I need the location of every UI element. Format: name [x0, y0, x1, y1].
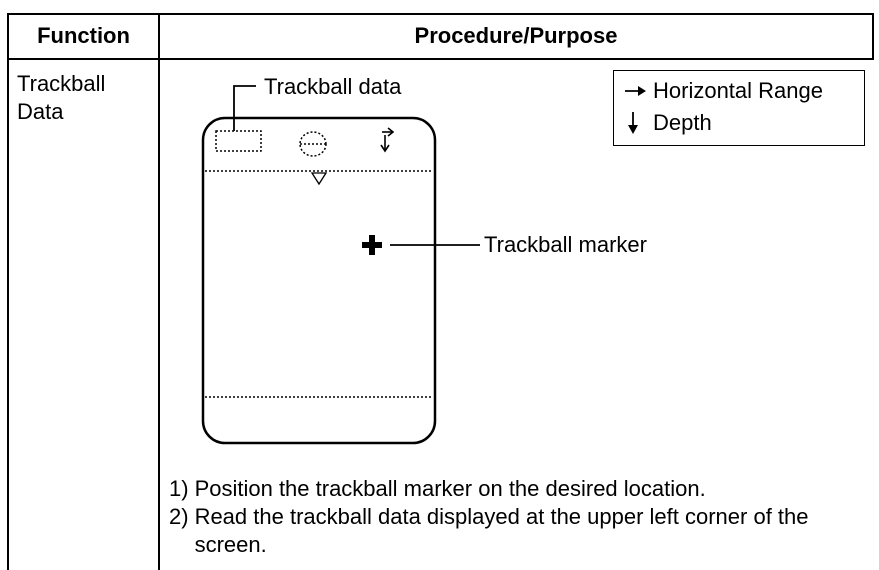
trackball-marker-label: Trackball marker	[484, 232, 647, 257]
screen-outline	[201, 116, 437, 445]
trackball-data-box	[215, 130, 262, 152]
legend-depth-row: Depth	[624, 111, 712, 135]
function-name-line1: Trackball	[17, 71, 106, 96]
step-text: Position the trackball marker on the des…	[194, 476, 706, 501]
header-procedure: Procedure/Purpose	[160, 14, 872, 58]
position-triangle-icon	[310, 172, 328, 186]
function-name-line2: Data	[17, 99, 64, 124]
table-header-divider	[7, 58, 874, 60]
center-circle-icon	[299, 131, 327, 157]
header-function: Function	[9, 14, 158, 58]
function-name: Trackball Data	[17, 70, 147, 126]
down-arrow-icon	[628, 112, 638, 134]
table-right-border	[872, 13, 874, 60]
legend-depth-label: Depth	[653, 110, 712, 135]
trackball-marker-icon	[362, 235, 382, 255]
header-function-label: Function	[37, 23, 130, 48]
procedure-steps: 1) Position the trackball marker on the …	[169, 475, 869, 559]
right-arrow-icon	[625, 86, 646, 96]
list-item: 1) Position the trackball marker on the …	[169, 475, 869, 503]
legend-horizontal-row: Horizontal Range	[624, 79, 823, 103]
screen-diagram	[201, 85, 480, 445]
table-left-border	[7, 13, 9, 570]
step-number: 2)	[169, 504, 189, 529]
legend-box: Horizontal Range Depth	[613, 70, 865, 146]
list-item: 2) Read the trackball data displayed at …	[169, 503, 869, 559]
trackball-data-leader	[233, 85, 256, 131]
step-number: 1)	[169, 476, 189, 501]
step-text: Read the trackball data displayed at the…	[194, 504, 809, 557]
header-procedure-label: Procedure/Purpose	[414, 23, 618, 48]
legend-horizontal-label: Horizontal Range	[653, 78, 823, 103]
trackball-data-label: Trackball data	[264, 74, 402, 99]
table-top-border	[7, 13, 874, 15]
direction-arrow-icon	[380, 127, 395, 153]
table-column-divider	[158, 13, 160, 570]
